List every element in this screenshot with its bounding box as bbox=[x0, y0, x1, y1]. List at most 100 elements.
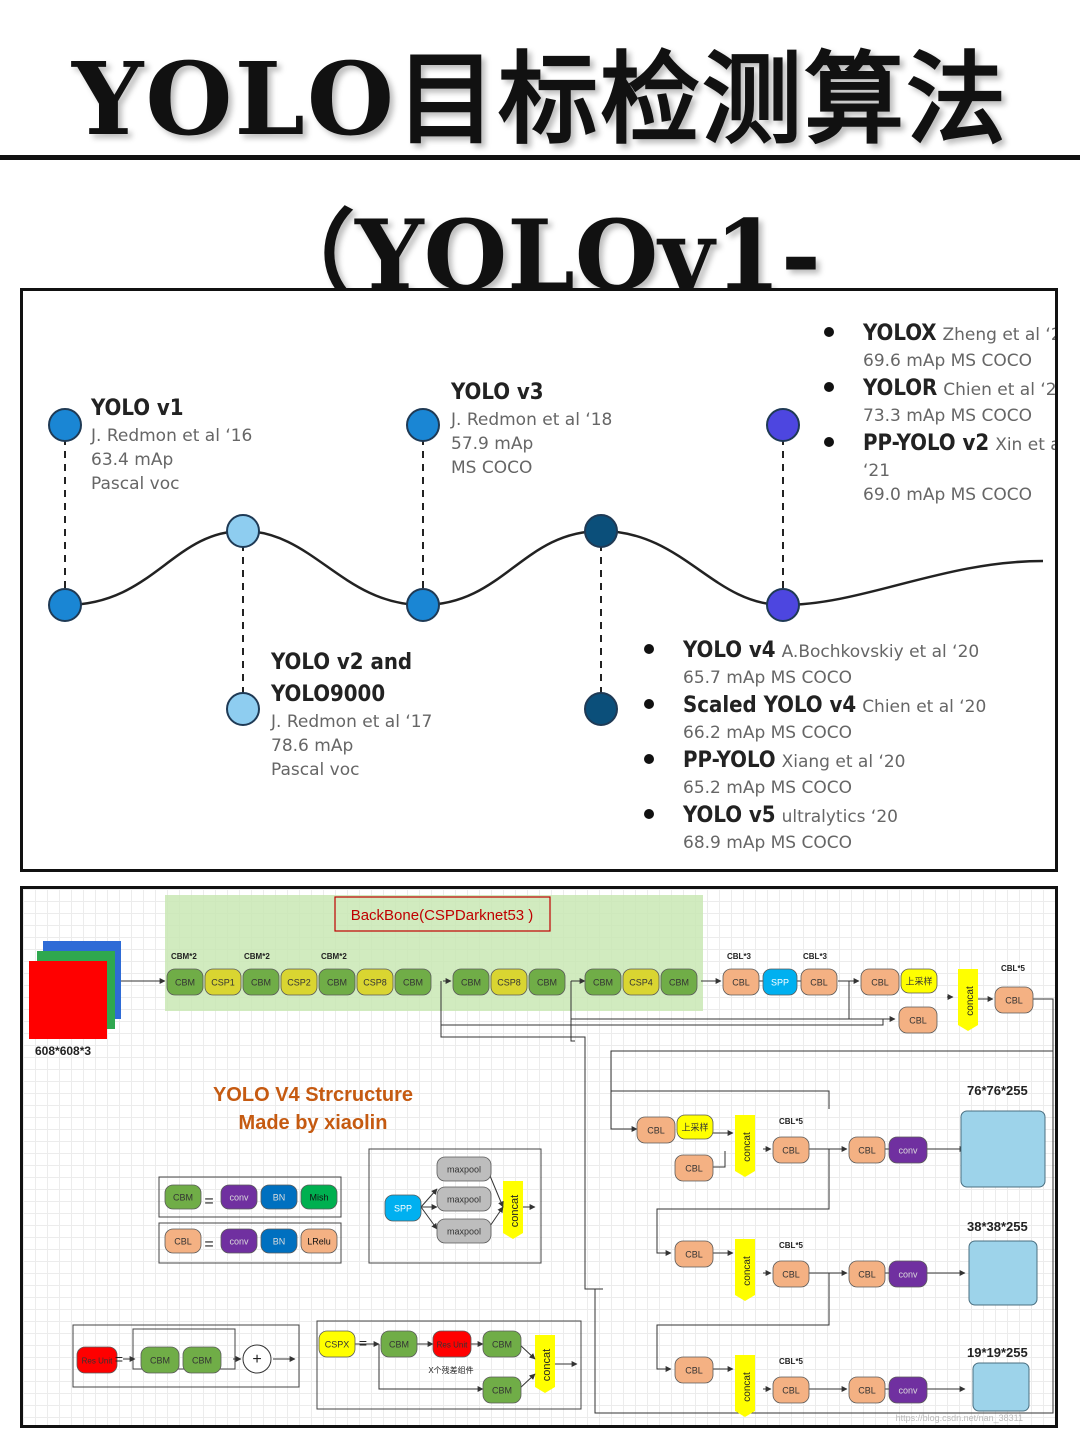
backbone-block-cbm-6: CBM bbox=[394, 968, 432, 996]
repeat-label: CBL*5 bbox=[1001, 964, 1026, 973]
svg-text:CBM: CBM bbox=[389, 1340, 409, 1350]
legend-cbm-chip: CBM bbox=[482, 1376, 522, 1404]
node-v1-top bbox=[48, 408, 82, 442]
v1-dataset: Pascal voc bbox=[91, 474, 179, 494]
v3-title: YOLO v3 bbox=[450, 380, 544, 405]
repeat-label: CBM*2 bbox=[244, 952, 270, 961]
v1-map: 63.4 mAp bbox=[91, 450, 173, 470]
legend-spp-chip: SPP bbox=[384, 1194, 422, 1222]
node-v2-wave bbox=[226, 514, 260, 548]
svg-text:CBL: CBL bbox=[810, 978, 828, 988]
svg-text:CSP8: CSP8 bbox=[497, 978, 521, 988]
bullet bbox=[644, 754, 654, 764]
head-conv: conv bbox=[888, 1136, 928, 1164]
add-node-label: + bbox=[252, 1351, 261, 1368]
legend-cspx-chip: CSPX bbox=[318, 1330, 356, 1358]
svg-text:CBM: CBM bbox=[593, 978, 613, 988]
group5-detail: 69.6 mAp MS COCO bbox=[863, 351, 1032, 371]
group4-detail: 65.2 mAp MS COCO bbox=[683, 778, 852, 798]
concat-bars: concat concat concat concat concat conca… bbox=[503, 969, 978, 1417]
head-cbl: CBL bbox=[674, 1240, 714, 1268]
legend-cbm bbox=[158, 1176, 342, 1218]
svg-text:CBM: CBM bbox=[173, 1193, 193, 1203]
svg-text:CBL: CBL bbox=[782, 1386, 800, 1396]
connector-lines bbox=[121, 978, 1054, 1414]
timeline-wave bbox=[64, 529, 1044, 607]
group5-author-cont: ‘21 bbox=[863, 461, 890, 481]
svg-text:BN: BN bbox=[273, 1193, 286, 1203]
legend-lrelu-chip: LRelu bbox=[300, 1228, 338, 1254]
concat-block: concat bbox=[503, 1181, 523, 1239]
svg-text:CBL: CBL bbox=[647, 1126, 665, 1136]
svg-text:CBM: CBM bbox=[175, 978, 195, 988]
group4-detail: 68.9 mAp MS COCO bbox=[683, 833, 852, 853]
group4-detail: 65.7 mAp MS COCO bbox=[683, 668, 852, 688]
svg-text:Res Unit: Res Unit bbox=[437, 1341, 468, 1350]
head-cbl: CBL bbox=[636, 1116, 676, 1144]
timeline-svg: YOLO v1 J. Redmon et al ‘16 63.4 mAp Pas… bbox=[48, 321, 1072, 853]
svg-text:CBL: CBL bbox=[909, 1016, 927, 1026]
svg-text:LRelu: LRelu bbox=[307, 1237, 331, 1247]
v3-map: 57.9 mAp bbox=[451, 434, 533, 454]
svg-text:CSP8: CSP8 bbox=[363, 978, 387, 988]
equals-sign: = bbox=[204, 1193, 213, 1210]
backbone-block-csp8-8: CSP8 bbox=[490, 968, 528, 996]
caption-line2: Made by xiaolin bbox=[239, 1112, 388, 1134]
architecture-svg: BackBone(CSPDarknet53 ) 608*608*3 CBM*2 … bbox=[29, 895, 1054, 1423]
backbone-block-cbm-9: CBM bbox=[528, 968, 566, 996]
upsample-block: 上采样 bbox=[676, 1114, 714, 1140]
svg-text:concat: concat bbox=[742, 1256, 753, 1286]
svg-text:concat: concat bbox=[965, 986, 976, 1016]
legend-resunit-chip: Res Unit bbox=[76, 1346, 118, 1374]
v2-dataset: Pascal voc bbox=[271, 760, 359, 780]
svg-text:CSP1: CSP1 bbox=[211, 978, 235, 988]
svg-text:CBL: CBL bbox=[858, 1146, 876, 1156]
backbone-block-cbm-7: CBM bbox=[452, 968, 490, 996]
svg-text:concat: concat bbox=[509, 1195, 521, 1227]
neck-spp: SPP bbox=[762, 968, 798, 996]
node-v1-wave bbox=[48, 588, 82, 622]
svg-text:concat: concat bbox=[541, 1349, 553, 1381]
neck-cbl: CBL bbox=[722, 968, 760, 996]
bullet bbox=[644, 809, 654, 819]
svg-text:maxpool: maxpool bbox=[447, 1165, 481, 1175]
backbone-block-csp1-1: CSP1 bbox=[204, 968, 242, 996]
head-cbl: CBL bbox=[848, 1376, 886, 1404]
concat-block: concat bbox=[535, 1335, 555, 1393]
node-v4-wave bbox=[584, 514, 618, 548]
legend-cbm-chip: CBM bbox=[380, 1330, 418, 1358]
backbone-label-box bbox=[334, 896, 551, 932]
legend-resunit bbox=[72, 1324, 300, 1388]
svg-text:上采样: 上采样 bbox=[681, 1122, 708, 1133]
head-conv: conv bbox=[888, 1376, 928, 1404]
group5-detail: 73.3 mAp MS COCO bbox=[863, 406, 1032, 426]
neck-cbl: CBL bbox=[860, 968, 900, 996]
concat-block: concat bbox=[735, 1239, 755, 1301]
output-76 bbox=[960, 1110, 1046, 1188]
watermark: https://blog.csdn.net/nan_38311 bbox=[896, 1413, 1023, 1423]
node-v3-wave bbox=[406, 588, 440, 622]
bullet bbox=[824, 382, 834, 392]
svg-text:上采样: 上采样 bbox=[905, 976, 932, 987]
svg-text:maxpool: maxpool bbox=[447, 1195, 481, 1205]
svg-text:SPP: SPP bbox=[394, 1204, 412, 1214]
svg-text:CBL: CBL bbox=[858, 1270, 876, 1280]
group4-detail: 66.2 mAp MS COCO bbox=[683, 723, 852, 743]
v2-map: 78.6 mAp bbox=[271, 736, 353, 756]
concat-block: concat bbox=[958, 969, 978, 1031]
svg-text:concat: concat bbox=[742, 1372, 753, 1402]
legend-bn-chip: BN bbox=[260, 1184, 298, 1210]
repeat-label: CBL*5 bbox=[779, 1357, 804, 1366]
legend-cbl-chip: CBL bbox=[164, 1228, 202, 1254]
head-cbl: CBL bbox=[772, 1260, 810, 1288]
bullet bbox=[644, 644, 654, 654]
head-cbl: CBL bbox=[848, 1260, 886, 1288]
backbone-block-csp4-11: CSP4 bbox=[622, 968, 660, 996]
repeat-label: CBM*2 bbox=[171, 952, 197, 961]
